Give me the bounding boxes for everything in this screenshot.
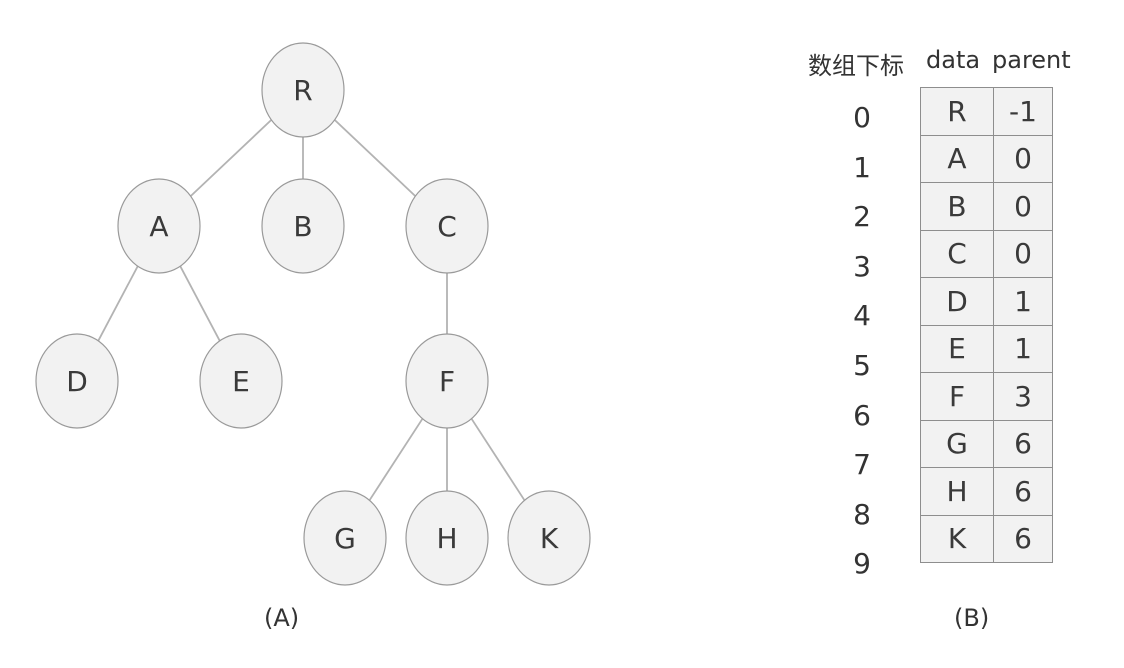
edge-F-K: [470, 418, 526, 501]
edge-R-A: [190, 119, 272, 197]
node-label: K: [540, 522, 559, 555]
node-ellipse: [507, 490, 591, 586]
tree-node-b: B: [261, 178, 345, 274]
cell-parent: 6: [993, 419, 1053, 468]
node-label: F: [439, 365, 455, 398]
node-ellipse: [35, 333, 119, 429]
node-label: E: [232, 365, 250, 398]
edge-F-G: [368, 418, 424, 501]
cell-data: A: [920, 134, 994, 183]
tree-nodes: R A B C D E F G H K: [35, 42, 591, 586]
node-label: G: [334, 522, 356, 555]
tree-diagram: R A B C D E F G H K: [35, 42, 591, 586]
node-label: C: [437, 210, 457, 243]
node-ellipse: [261, 42, 345, 138]
cell-parent: 6: [993, 514, 1053, 563]
array-index: 8: [853, 497, 871, 531]
cell-data: K: [920, 514, 994, 563]
cell-data: B: [920, 182, 994, 231]
cell-parent: -1: [993, 87, 1053, 136]
tree-node-f: F: [405, 333, 489, 429]
caption-b: (B): [954, 604, 990, 632]
cell-parent: 3: [993, 372, 1053, 421]
tree-node-c: C: [405, 178, 489, 274]
cell-data: H: [920, 467, 994, 516]
array-index: 4: [853, 299, 871, 333]
cell-data: D: [920, 277, 994, 326]
node-label: A: [149, 210, 168, 243]
caption-a: (A): [264, 604, 300, 632]
node-label: B: [293, 210, 312, 243]
array-index: 5: [853, 349, 871, 382]
cell-parent: 1: [993, 324, 1053, 373]
array-index: 6: [853, 398, 871, 432]
array-index: 0: [853, 101, 871, 134]
cell-parent: 1: [993, 277, 1053, 326]
tree-node-g: G: [303, 490, 387, 586]
tree-node-r: R: [261, 42, 345, 138]
node-ellipse: [303, 490, 387, 586]
node-ellipse: [261, 178, 345, 274]
header-data: data: [926, 46, 981, 74]
tree-node-e: E: [199, 333, 283, 429]
tree-edges: [97, 119, 526, 501]
node-ellipse: [405, 178, 489, 274]
tree-node-d: D: [35, 333, 119, 429]
node-label: D: [66, 365, 88, 398]
header-parent: parent: [992, 46, 1071, 74]
array-index: 2: [853, 200, 871, 234]
node-ellipse: [405, 490, 489, 586]
cell-data: G: [920, 419, 994, 468]
array-index: 1: [853, 150, 871, 184]
cell-data: E: [920, 324, 994, 373]
tree-node-a: A: [117, 178, 201, 274]
cell-parent: 6: [993, 467, 1053, 516]
header-index: 数组下标: [808, 52, 904, 80]
cell-parent: 0: [993, 182, 1053, 231]
node-label: H: [436, 522, 457, 555]
tree-node-h: H: [405, 490, 489, 586]
node-ellipse: [117, 178, 201, 274]
cell-parent: 0: [993, 134, 1053, 183]
edge-R-C: [334, 119, 416, 197]
table-row: R-1: [920, 87, 1053, 136]
edge-A-E: [179, 265, 221, 342]
node-ellipse: [405, 333, 489, 429]
edge-A-D: [97, 265, 139, 342]
array-index: 7: [853, 448, 871, 482]
cell-data: C: [920, 229, 994, 278]
node-label: R: [293, 74, 312, 107]
array-index: 3: [853, 249, 871, 283]
array-index: 9: [853, 547, 871, 581]
cell-parent: 0: [993, 229, 1053, 278]
cell-data: R: [920, 87, 994, 136]
tree-node-k: K: [507, 490, 591, 586]
node-ellipse: [199, 333, 283, 429]
cell-data: F: [920, 372, 994, 421]
